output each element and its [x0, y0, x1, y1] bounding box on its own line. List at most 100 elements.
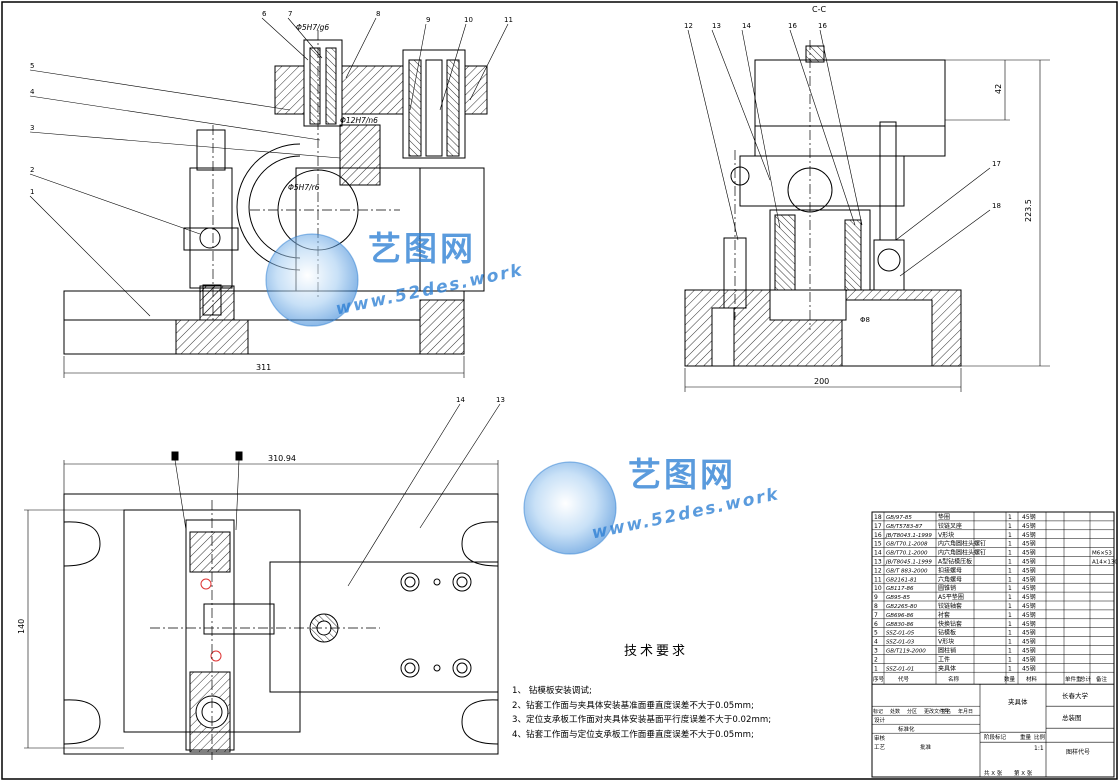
tb-design: 设计 — [874, 716, 886, 724]
bom-mat: 45钢 — [1022, 638, 1036, 646]
bom-mat: 45钢 — [1022, 655, 1036, 663]
front-view — [63, 30, 488, 378]
tb-ratio: 比例 — [1034, 733, 1046, 741]
bom-header: 单件重 — [1065, 675, 1082, 683]
fit-label-1: Φ5H7/g6 — [296, 23, 329, 32]
bom-name: A型钻模压板 — [938, 558, 972, 566]
bom-frame — [871, 511, 1115, 778]
bom-no: 9 — [874, 594, 878, 601]
bom-name: 钻模板 — [938, 629, 956, 637]
bom-code: JB/T8045.1-1999 — [885, 560, 932, 566]
bom-name: 工件 — [938, 655, 950, 663]
bom-name: 快换钻套 — [938, 620, 962, 628]
bom-qty: 1 — [1008, 630, 1012, 637]
tb-org: 长春大学 — [1062, 691, 1089, 700]
bom-code: GB2161-81 — [886, 577, 917, 583]
bom-header: 代号 — [898, 675, 910, 683]
bom-code: GB/97-85 — [886, 515, 912, 521]
bom-name: V形块 — [938, 531, 954, 539]
tb-process: 工艺 — [874, 744, 886, 751]
bom-qty: 1 — [1008, 603, 1012, 610]
bom-header: 材料 — [1026, 675, 1038, 683]
bom-name: 铰链轴套 — [938, 602, 962, 610]
bom-mat: 45钢 — [1022, 549, 1036, 557]
bom-header: 总计 — [1080, 675, 1092, 683]
bom-name: 垫圈 — [938, 513, 950, 521]
bom-mat: 45钢 — [1022, 611, 1036, 619]
tech-req-list: 1、 钻模板安装调试; 2、钻套工作面与夹具体安装基准面垂直度误差不大于0.05… — [512, 684, 771, 742]
bom-name: V形块 — [938, 638, 954, 646]
bom-mat: 45钢 — [1022, 620, 1036, 628]
bom-code: GB95-85 — [886, 595, 911, 601]
bom-qty: 1 — [1008, 567, 1012, 574]
bom-mat: 45钢 — [1022, 629, 1036, 637]
top-leaders — [347, 403, 501, 587]
bom-code: GB/T 883-2000 — [886, 568, 928, 574]
bom-code: GB696-86 — [886, 613, 914, 619]
dim-side-width: 200 — [814, 377, 829, 386]
tb-part: 夹具体 — [1008, 697, 1028, 706]
bom-mat: 45钢 — [1022, 566, 1036, 574]
bom-no: 17 — [874, 523, 882, 530]
tb-sheet: 第 X 张 — [1014, 769, 1033, 777]
balloon-13-top: 13 — [496, 396, 505, 404]
balloon-5: 5 — [30, 62, 34, 70]
bom-qty: 1 — [1008, 576, 1012, 583]
tech-req-item: 4、钻套工作面与定位支承板工作面垂直度误差不大于0.05mm; — [512, 729, 754, 740]
bom-code: GB2265-80 — [886, 604, 918, 610]
bom-name: 内六角圆柱头螺钉 — [938, 549, 986, 557]
watermark-globe-1 — [265, 233, 359, 327]
bom-qty: 1 — [1008, 648, 1012, 655]
tb-drawing: 总装图 — [1062, 713, 1082, 722]
balloon-10: 10 — [464, 16, 473, 24]
bom-qty: 1 — [1008, 594, 1012, 601]
bom-no: 3 — [874, 648, 878, 655]
bom-name: 铰链叉座 — [938, 522, 962, 530]
tb-row-label: 处数 — [890, 708, 900, 715]
tb-row-label: 标记 — [873, 708, 883, 715]
tech-req-item: 2、钻套工作面与夹具体安装基准面垂直度误差不大于0.05mm; — [512, 700, 754, 711]
bom-mat: 45钢 — [1022, 522, 1036, 530]
tb-row-label: 更改文件号 — [924, 708, 949, 715]
bom-no: 14 — [874, 550, 882, 557]
bom-name: A5平垫圈 — [938, 593, 964, 601]
tb-row-label: 签名 — [941, 708, 951, 715]
bom-code: SSZ-01-01 — [886, 666, 914, 672]
balloon-16b: 16 — [818, 22, 827, 30]
watermark-cn-1: 艺图网 — [368, 229, 476, 268]
tech-req-title: 技术要求 — [624, 644, 689, 659]
bom-qty: 1 — [1008, 523, 1012, 530]
balloon-17: 17 — [992, 160, 1001, 168]
tb-sheets: 共 X 张 — [984, 769, 1003, 777]
bom-note: M6×53 — [1092, 551, 1112, 557]
tb-standardize: 标准化 — [898, 725, 915, 733]
bom-no: 13 — [874, 559, 882, 566]
bom-note: A14×130 — [1092, 560, 1118, 566]
front-balloons: 6 7 8 9 10 11 5 4 3 2 1 Φ5H7/g6 Φ12H7/n6… — [30, 10, 513, 372]
balloon-14-top: 14 — [456, 396, 465, 404]
bom-qty: 1 — [1008, 550, 1012, 557]
dim-top-width: 310.94 — [268, 454, 296, 463]
bom-code: GB/T70.1-2000 — [886, 551, 928, 557]
bom-code: GB117-86 — [886, 586, 914, 592]
tb-stage: 阶段标记 — [984, 733, 1007, 741]
bom-name: 圆锥销 — [938, 584, 956, 592]
bom-no: 8 — [874, 603, 878, 610]
balloon-4: 4 — [30, 88, 35, 96]
bom-qty: 1 — [1008, 514, 1012, 521]
bom-qty: 1 — [1008, 656, 1012, 663]
bom-name: 六角螺母 — [938, 575, 962, 583]
dim-side-small: 42 — [994, 84, 1003, 94]
bom-qty: 1 — [1008, 621, 1012, 628]
tb-approve: 批准 — [920, 743, 932, 751]
bom-qty: 1 — [1008, 612, 1012, 619]
balloon-7: 7 — [288, 10, 292, 18]
balloon-1: 1 — [30, 188, 34, 196]
bom-qty: 1 — [1008, 639, 1012, 646]
bom-mat: 45钢 — [1022, 647, 1036, 655]
balloon-14: 14 — [742, 22, 751, 30]
bom-name: 衬套 — [938, 611, 950, 619]
bom-code: JB/T8043.1-1999 — [885, 533, 932, 539]
